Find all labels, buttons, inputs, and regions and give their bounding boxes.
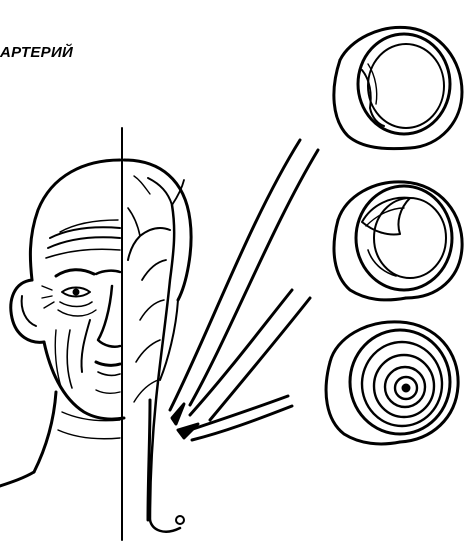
head-illustration — [0, 128, 191, 540]
artery-section-occluded — [326, 322, 458, 444]
artery-section-plaque — [334, 182, 462, 300]
artery-section-healthy — [334, 27, 462, 148]
arrows — [170, 140, 318, 440]
